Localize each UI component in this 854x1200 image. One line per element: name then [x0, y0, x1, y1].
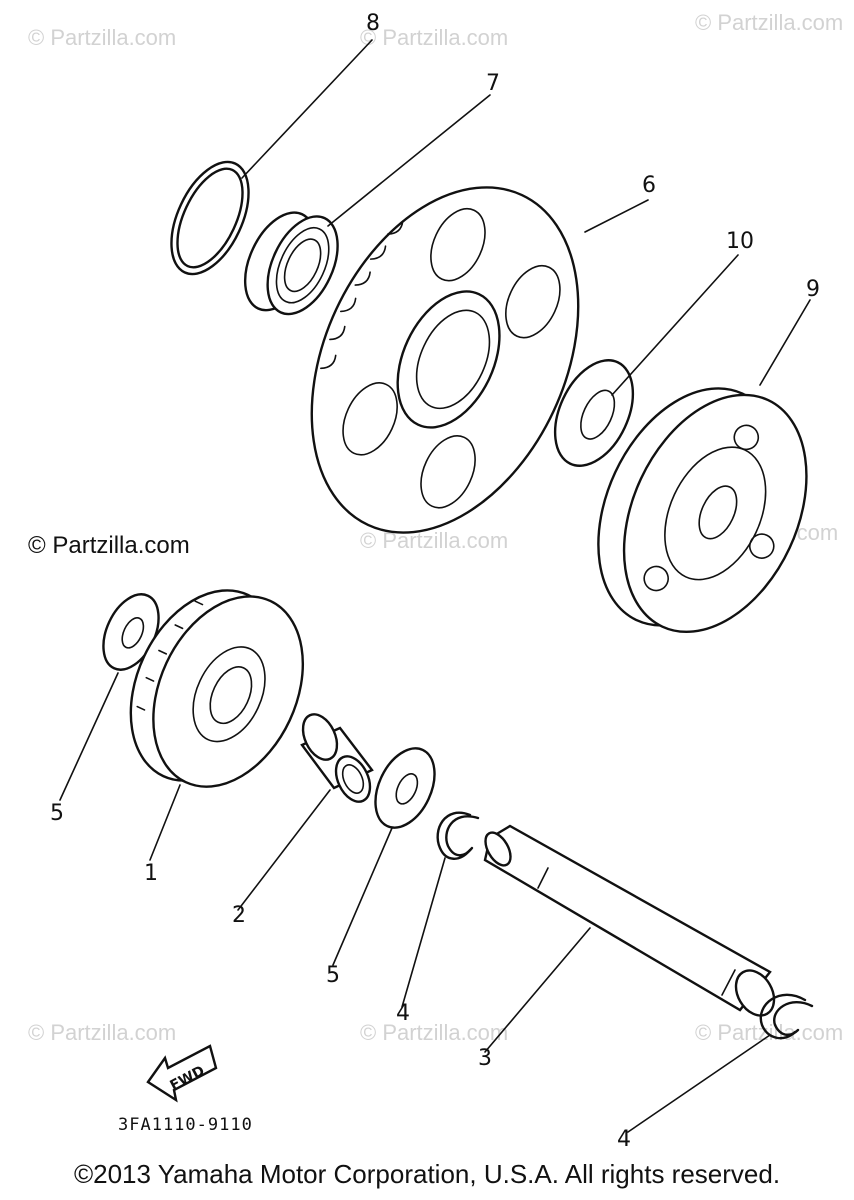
callout-1: 1 [144, 861, 158, 886]
part-8-circlip [170, 160, 250, 276]
callout-10: 10 [726, 229, 754, 254]
watermark-bottom-right: © Partzilla.com [695, 1020, 843, 1045]
watermark-mid-center: © Partzilla.com [360, 528, 508, 553]
watermark-bottom-left: © Partzilla.com [28, 1020, 176, 1045]
part-3-shaft [483, 824, 776, 1017]
watermark-main: © Partzilla.com [28, 532, 190, 559]
part-5-washer-right [374, 747, 436, 829]
callout-8: 8 [366, 11, 380, 36]
part-4-eclip-lower [759, 993, 814, 1040]
callout-5-left: 5 [50, 801, 64, 826]
callout-4-lower: 4 [617, 1127, 631, 1152]
callout-6: 6 [642, 173, 656, 198]
callout-2: 2 [232, 903, 246, 928]
part-4-eclip-upper [436, 811, 480, 860]
part-6-starter-gear [310, 186, 580, 534]
callout-3: 3 [478, 1046, 492, 1071]
watermark-bottom-center: © Partzilla.com [360, 1020, 508, 1045]
callout-7: 7 [486, 71, 500, 96]
watermark-top-right: © Partzilla.com [695, 10, 843, 35]
leader-lines [59, 39, 811, 1133]
part-1-idler-gear [129, 589, 305, 788]
copyright-notice: ©2013 Yamaha Motor Corporation, U.S.A. A… [74, 1159, 780, 1189]
watermark-top-left: © Partzilla.com [28, 25, 176, 50]
part-7-bearing [243, 211, 339, 316]
callout-9: 9 [806, 277, 820, 302]
fwd-arrow-icon: FWD [146, 1044, 218, 1103]
drawing-code: 3FA1110-9110 [118, 1115, 253, 1135]
part-10-washer [553, 359, 635, 467]
callout-numbers: 8 7 6 10 9 5 1 2 5 4 3 4 [50, 11, 820, 1152]
part-9-clutch-housing [597, 387, 808, 634]
watermark-top-center: © Partzilla.com [360, 25, 508, 50]
callout-5-right: 5 [326, 963, 340, 988]
part-2-needle-bearing [300, 713, 374, 803]
callout-4-upper: 4 [396, 1001, 410, 1026]
